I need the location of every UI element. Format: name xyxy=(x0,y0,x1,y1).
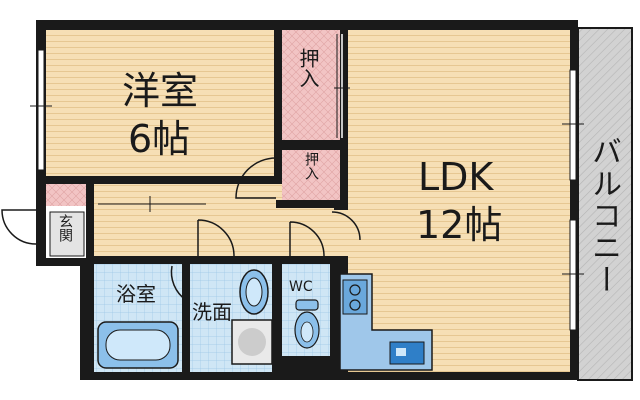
entrance-floor xyxy=(49,211,85,257)
window-ldk-lower xyxy=(569,219,577,331)
sink-icon xyxy=(389,341,425,365)
entrance-label: 玄関 xyxy=(57,214,73,242)
window-west xyxy=(37,49,45,171)
washroom-label: 洗面 xyxy=(192,300,232,324)
entrance-mat xyxy=(46,180,88,206)
balcony-label: バルコニー xyxy=(586,136,621,296)
window-ldk-upper xyxy=(569,69,577,181)
ldk-size: 12帖 xyxy=(416,203,503,247)
wc-label: WC xyxy=(289,279,313,295)
western-room-name: 洋室 xyxy=(122,69,199,113)
western-room-size: 6帖 xyxy=(128,117,191,161)
ldk-name: LDK xyxy=(418,155,494,199)
ldk-floor-join xyxy=(330,210,354,256)
closet-small-label: 押入 xyxy=(303,152,319,180)
interior-walls xyxy=(46,30,348,380)
stove-icon xyxy=(342,279,368,315)
balcony-area xyxy=(577,27,633,381)
toilet-icon xyxy=(294,299,320,349)
bath-label: 浴室 xyxy=(116,282,156,306)
door-swings xyxy=(1,157,361,301)
closet-large-label: 押入 xyxy=(296,48,320,88)
closet-large xyxy=(282,30,340,142)
ldk-floor xyxy=(348,30,570,372)
closet-small xyxy=(282,150,340,200)
